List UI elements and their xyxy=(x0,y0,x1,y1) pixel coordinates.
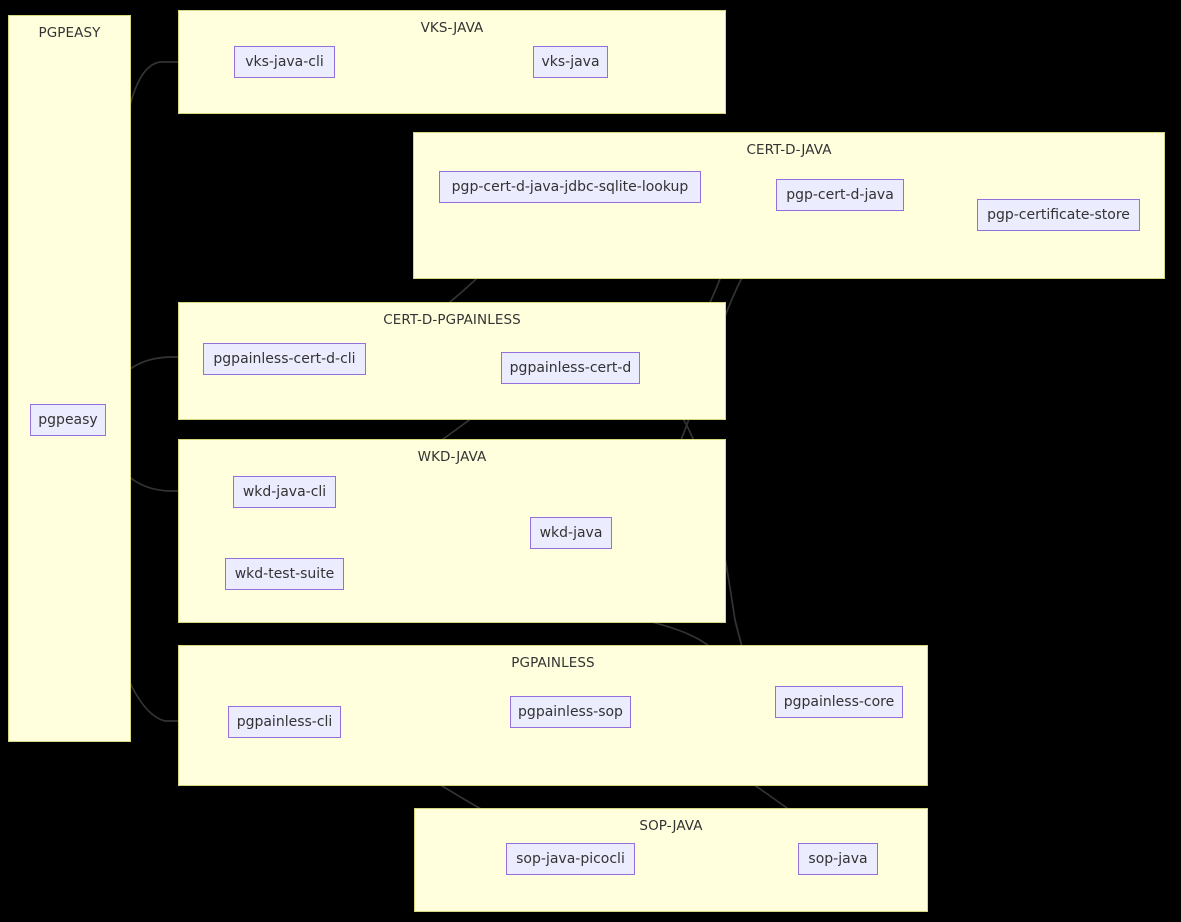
node-label-pgpainless-sop: pgpainless-sop xyxy=(518,704,623,720)
cluster-label-pgpeasy: PGPEASY xyxy=(38,25,101,41)
cluster-label-vks-java: VKS-JAVA xyxy=(420,20,484,36)
node-label-pgp-cert-d-java: pgp-cert-d-java xyxy=(786,187,894,203)
node-pgpeasy[interactable]: pgpeasy xyxy=(30,404,106,436)
node-label-pgpainless-cli: pgpainless-cli xyxy=(236,714,333,730)
node-vks-java[interactable]: vks-java xyxy=(533,46,608,78)
node-label-sop-java-picocli: sop-java-picocli xyxy=(516,851,625,867)
cluster-label-cert-d-pgpainless: CERT-D-PGPAINLESS xyxy=(383,312,521,328)
node-label-pgpainless-cert-d-cli: pgpainless-cert-d-cli xyxy=(213,351,356,367)
cluster-label-cert-d-java: CERT-D-JAVA xyxy=(746,142,832,158)
node-wkd-java[interactable]: wkd-java xyxy=(530,517,612,549)
cluster-label-wkd-java: WKD-JAVA xyxy=(417,449,487,465)
cluster-pgpeasy: PGPEASY xyxy=(8,15,131,742)
node-pgpainless-cli[interactable]: pgpainless-cli xyxy=(228,706,341,738)
node-label-pgpainless-cert-d: pgpainless-cert-d xyxy=(509,360,632,376)
node-wkd-java-cli[interactable]: wkd-java-cli xyxy=(233,476,336,508)
cluster-label-sop-java: SOP-JAVA xyxy=(639,818,703,834)
node-label-pgpainless-core: pgpainless-core xyxy=(783,694,895,710)
node-vks-java-cli[interactable]: vks-java-cli xyxy=(234,46,335,78)
node-label-sop-java: sop-java xyxy=(808,851,868,867)
node-pgp-certificate-store[interactable]: pgp-certificate-store xyxy=(977,199,1140,231)
node-sop-java-picocli[interactable]: sop-java-picocli xyxy=(506,843,635,875)
node-label-vks-java: vks-java xyxy=(541,54,600,70)
node-pgpainless-sop[interactable]: pgpainless-sop xyxy=(510,696,631,728)
cluster-label-pgpainless: PGPAINLESS xyxy=(511,655,595,671)
node-label-wkd-test-suite: wkd-test-suite xyxy=(234,566,335,582)
node-label-pgp-cert-d-java-jdbc-sqlite-lookup: pgp-cert-d-java-jdbc-sqlite-lookup xyxy=(451,179,689,195)
node-pgp-cert-d-java[interactable]: pgp-cert-d-java xyxy=(776,179,904,211)
node-pgpainless-core[interactable]: pgpainless-core xyxy=(775,686,903,718)
node-label-wkd-java: wkd-java xyxy=(539,525,603,541)
node-pgp-cert-d-java-jdbc-sqlite-lookup[interactable]: pgp-cert-d-java-jdbc-sqlite-lookup xyxy=(439,171,701,203)
node-wkd-test-suite[interactable]: wkd-test-suite xyxy=(225,558,344,590)
node-label-vks-java-cli: vks-java-cli xyxy=(245,54,324,70)
node-pgpainless-cert-d-cli[interactable]: pgpainless-cert-d-cli xyxy=(203,343,366,375)
node-label-pgpeasy: pgpeasy xyxy=(38,412,98,428)
cluster-wkd-java: WKD-JAVA xyxy=(178,439,726,623)
node-pgpainless-cert-d[interactable]: pgpainless-cert-d xyxy=(501,352,640,384)
node-sop-java[interactable]: sop-java xyxy=(798,843,878,875)
node-label-wkd-java-cli: wkd-java-cli xyxy=(242,484,327,500)
node-label-pgp-certificate-store: pgp-certificate-store xyxy=(987,207,1130,223)
